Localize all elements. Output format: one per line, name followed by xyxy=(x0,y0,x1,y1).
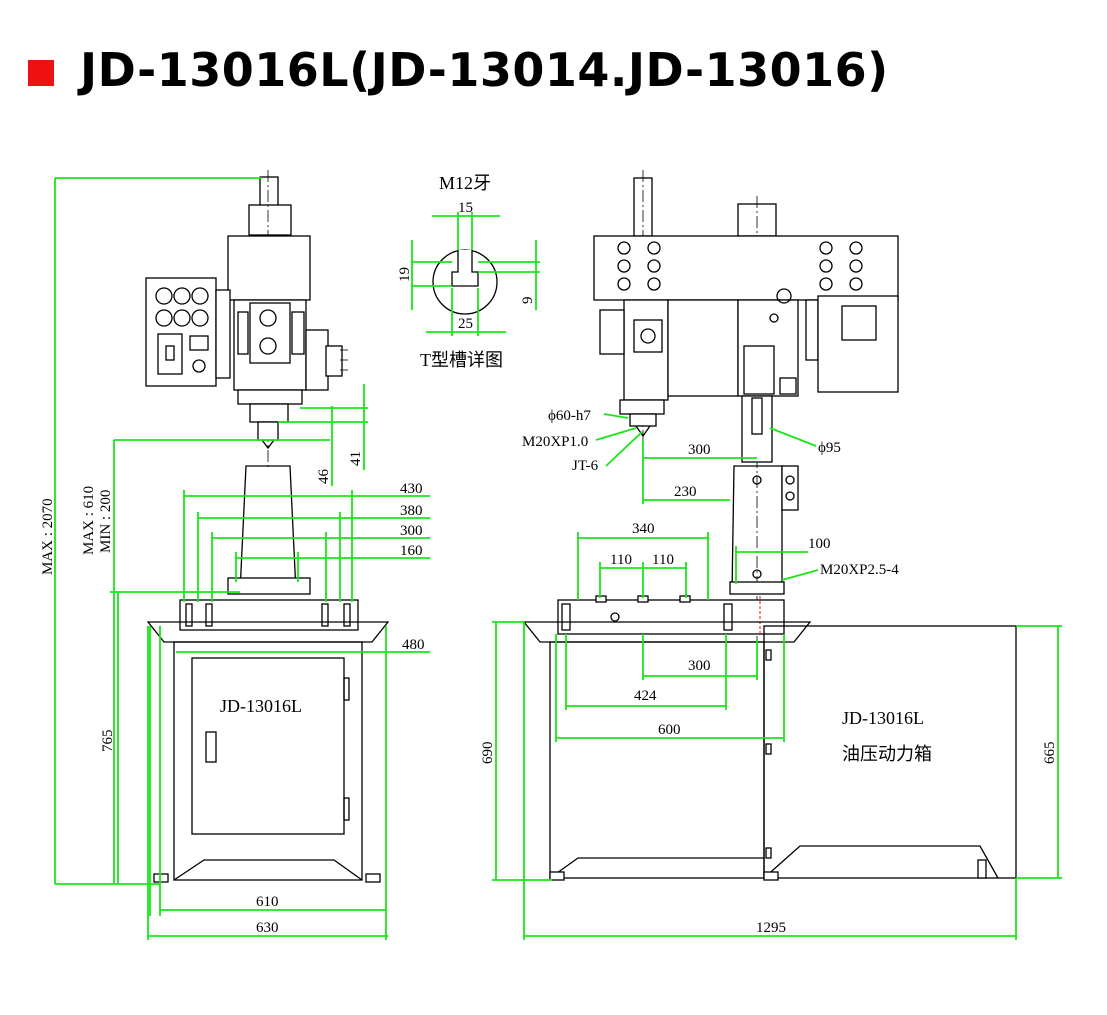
dim-46: 46 xyxy=(316,469,332,485)
callout-taper: JT-6 xyxy=(572,458,599,474)
front-view: JD-13016L MAX : 2070 MAX : 610 xyxy=(40,170,430,940)
dim-max-height: MAX : 2070 xyxy=(40,498,56,575)
dim-300: 300 xyxy=(400,523,423,539)
dim-690: 690 xyxy=(480,742,496,765)
dim-41: 41 xyxy=(348,451,364,466)
dim-300-base: 300 xyxy=(688,658,711,674)
page-title: JD-13016L(JD-13014.JD-13016) xyxy=(80,43,889,97)
dim-600: 600 xyxy=(658,722,681,738)
dim-300-top: 300 xyxy=(688,442,711,458)
callout-table-thread: M20XP2.5-4 xyxy=(820,562,899,578)
dim-610: 610 xyxy=(256,894,279,910)
t-slot-detail: M12牙 15 19 9 25 T型槽详图 xyxy=(397,173,540,370)
callout-spindle-thread: M20XP1.0 xyxy=(522,434,588,450)
t-slot-caption: T型槽详图 xyxy=(420,350,503,370)
dim-max-stroke: MAX : 610 xyxy=(81,486,97,555)
callout-spindle-fit: ϕ60-h7 xyxy=(548,408,591,424)
dim-100: 100 xyxy=(808,536,831,552)
dim-230: 230 xyxy=(674,484,697,500)
side-view: JD-13016L 油压动力箱 ϕ60-h7 M20XP1.0 JT-6 ϕ95… xyxy=(480,170,1062,940)
dim-110-b: 110 xyxy=(652,552,674,568)
dim-table-height: 765 xyxy=(100,730,116,753)
dim-380: 380 xyxy=(400,503,423,519)
side-box-caption: 油压动力箱 xyxy=(842,744,932,764)
t-slot-dim-15: 15 xyxy=(458,200,473,216)
title-bullet-square xyxy=(28,60,54,86)
side-box-label: JD-13016L xyxy=(842,708,924,728)
front-cabinet-label: JD-13016L xyxy=(220,696,302,716)
dim-424: 424 xyxy=(634,688,657,704)
title-bar: JD-13016L(JD-13014.JD-13016) xyxy=(28,40,889,100)
dim-160: 160 xyxy=(400,543,423,559)
t-slot-dim-25: 25 xyxy=(458,316,473,332)
dim-665: 665 xyxy=(1042,742,1058,765)
t-slot-dim-19: 19 xyxy=(397,267,413,282)
t-slot-dim-9: 9 xyxy=(520,297,536,305)
dim-630: 630 xyxy=(256,920,279,936)
dim-min-stroke: MIN : 200 xyxy=(98,490,114,553)
t-slot-thread: M12牙 xyxy=(439,173,491,193)
callout-column: ϕ95 xyxy=(818,440,841,456)
dim-480: 480 xyxy=(402,637,425,653)
dim-340: 340 xyxy=(632,521,655,537)
dim-1295: 1295 xyxy=(756,920,786,936)
dim-430: 430 xyxy=(400,481,423,497)
dim-110-a: 110 xyxy=(610,552,632,568)
